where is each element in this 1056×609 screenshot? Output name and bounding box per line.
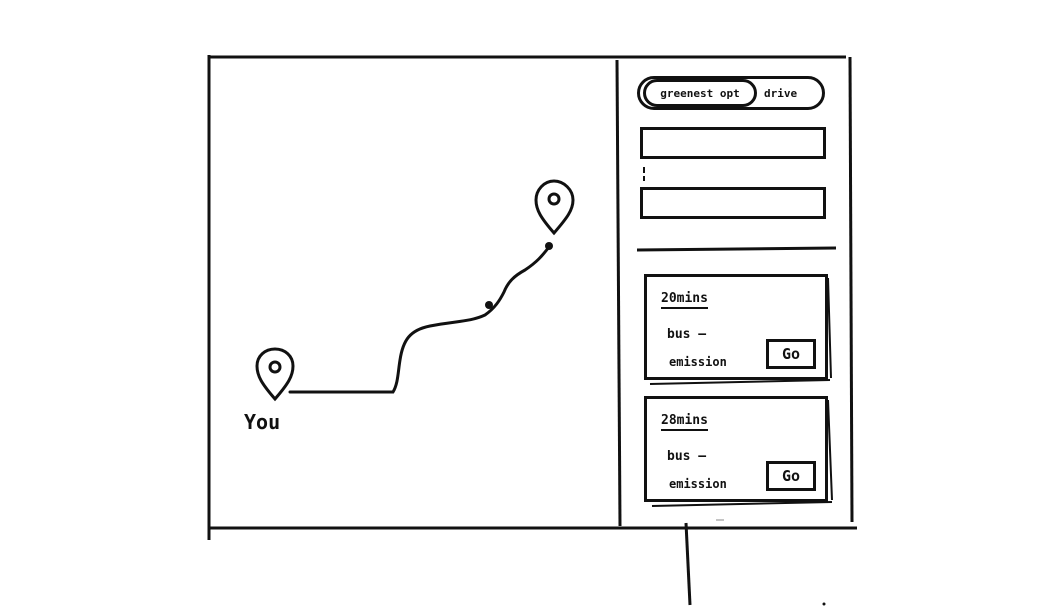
route-mode: bus — xyxy=(667,327,707,342)
route-card: 20mins bus — emission Go xyxy=(644,274,828,380)
destination-pin-icon xyxy=(534,179,575,236)
go-button[interactable]: Go xyxy=(766,461,816,491)
route-emission: emission xyxy=(669,355,727,369)
origin-input[interactable] xyxy=(640,127,826,159)
destination-input[interactable] xyxy=(640,187,826,219)
panel-divider xyxy=(615,59,622,527)
travel-mode-toggle: greenest opt drive xyxy=(637,76,825,110)
route-mode: bus — xyxy=(667,449,707,464)
go-button[interactable]: Go xyxy=(766,339,816,369)
route-card: 28mins bus — emission Go xyxy=(644,396,828,502)
origin-pin-icon xyxy=(255,347,295,402)
route-emission: emission xyxy=(669,477,727,491)
route-duration: 28mins xyxy=(661,413,708,431)
greenest-option-button[interactable]: greenest opt xyxy=(643,79,757,107)
annotation-line xyxy=(684,522,692,606)
drive-option-button[interactable]: drive xyxy=(764,81,822,107)
sidebar-divider xyxy=(636,246,837,252)
you-label: You xyxy=(244,410,281,434)
route-duration: 20mins xyxy=(661,291,708,309)
route-path xyxy=(288,245,551,394)
